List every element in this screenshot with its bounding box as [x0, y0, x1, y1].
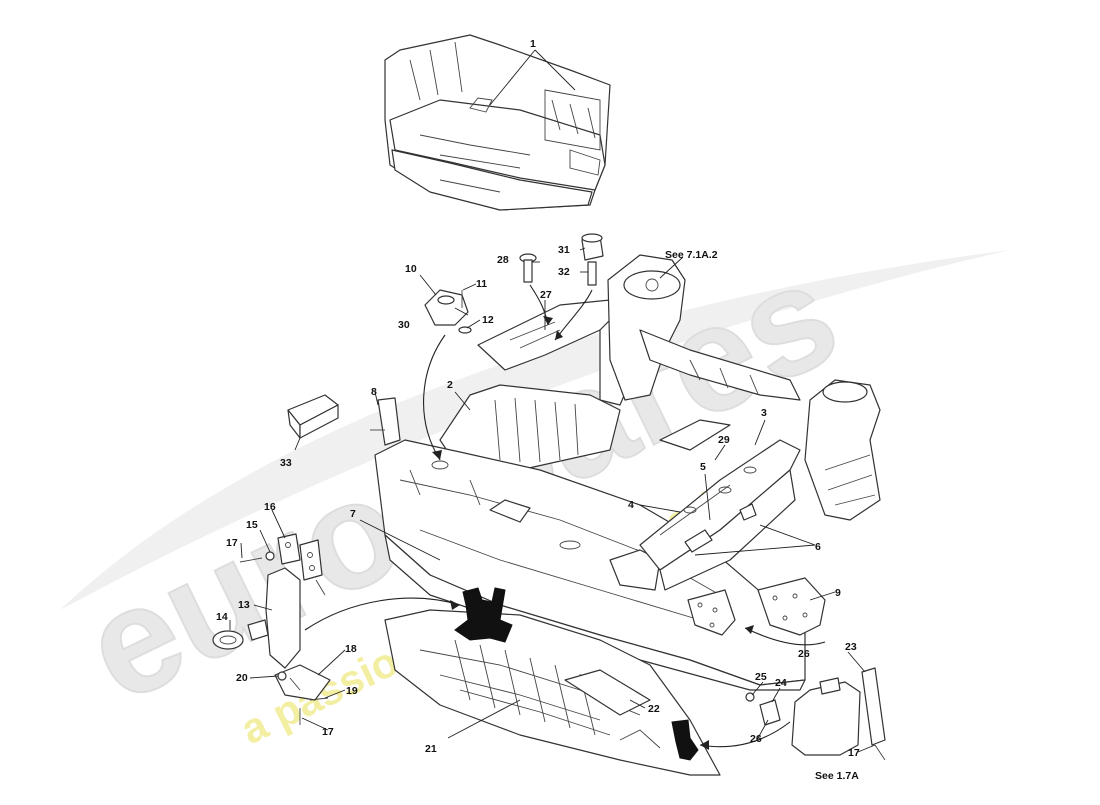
note-see-1-7a: See 1.7A: [815, 770, 859, 782]
towing-eye-parts: [212, 533, 331, 725]
suspension-tower-right: [607, 254, 801, 401]
callout-13: 13: [238, 599, 250, 611]
callout-labels: 1 2 3 4 5 6 7 8 9 10 11 12 13 14 15 16 1…: [216, 38, 860, 759]
callout-17-bottom: 17: [322, 726, 334, 738]
callout-6: 6: [815, 541, 821, 553]
callout-31: 31: [558, 244, 570, 256]
callout-30: 30: [398, 319, 410, 331]
callout-20: 20: [236, 672, 248, 684]
suspension-tower-far: [804, 379, 881, 521]
plates-9-26: [687, 577, 826, 636]
callout-11: 11: [476, 278, 487, 290]
callout-18: 18: [345, 643, 357, 655]
top-assembly-inset: [384, 34, 611, 211]
callout-5: 5: [700, 461, 706, 473]
callout-9: 9: [835, 587, 841, 599]
washer-reservoir: [745, 667, 886, 761]
callout-12: 12: [482, 314, 494, 326]
callout-26-plates: 26: [798, 648, 810, 660]
tow-eye-bracket: [454, 587, 699, 761]
leader-lines: [229, 49, 876, 753]
callout-29: 29: [718, 434, 730, 446]
assembly-arrows: [304, 284, 826, 750]
callout-1: 1: [530, 38, 536, 50]
callout-8: 8: [371, 386, 377, 398]
reference-notes: See 7.1A.2 See 1.7A: [665, 249, 859, 782]
callout-25: 25: [755, 671, 767, 683]
crash-beam: [639, 419, 801, 591]
callout-23: 23: [845, 641, 857, 653]
callout-22: 22: [648, 703, 660, 715]
callout-27: 27: [540, 289, 552, 301]
callout-26-reservoir: 26: [750, 733, 762, 745]
undertray: [384, 609, 721, 776]
callout-10: 10: [405, 263, 417, 275]
callout-28: 28: [497, 254, 509, 266]
callout-21: 21: [425, 743, 437, 755]
fasteners-28-31-32: [519, 233, 604, 286]
callout-7: 7: [350, 508, 356, 520]
callout-24: 24: [775, 677, 787, 689]
callout-19: 19: [346, 685, 358, 697]
bracket-10-parts: [424, 289, 472, 334]
callout-4: 4: [628, 499, 634, 511]
callout-33: 33: [280, 457, 292, 469]
note-see-7-1a-2: See 7.1A.2: [665, 249, 718, 261]
callout-17-left: 17: [226, 537, 238, 549]
callout-3: 3: [761, 407, 767, 419]
foam-block-33: [287, 394, 339, 439]
callout-15: 15: [246, 519, 258, 531]
callout-32: 32: [558, 266, 570, 278]
callout-17-right: 17: [848, 747, 860, 759]
bracket-8: [370, 397, 401, 446]
callout-2: 2: [447, 379, 453, 391]
callout-16: 16: [264, 501, 276, 513]
callout-14: 14: [216, 611, 228, 623]
